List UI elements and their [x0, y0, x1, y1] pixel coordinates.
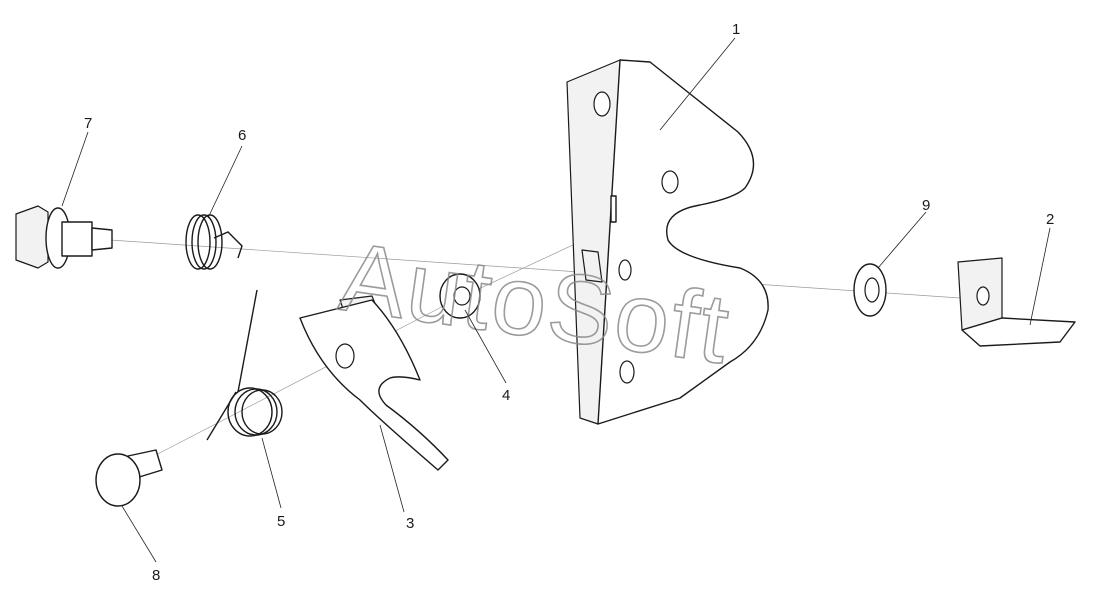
bracket-hole-top: [593, 91, 611, 117]
bracket-body: [597, 59, 769, 425]
part-4-pivot-washer: [439, 273, 481, 319]
part-2-angle-stop: [957, 257, 1076, 347]
part-7-shoulder-bolt: [15, 205, 113, 269]
spring-coil-2: [234, 388, 278, 436]
angle-stop-foot: [961, 317, 1076, 347]
pin-head: [95, 453, 141, 507]
part-9-washer: [853, 263, 887, 317]
leader-6: [207, 145, 243, 219]
callout-1: 1: [732, 21, 740, 38]
callout-9: 9: [922, 197, 930, 214]
bracket-tab: [581, 249, 603, 283]
washer-inner: [864, 277, 880, 303]
leader-5: [261, 437, 282, 509]
bolt-tip: [91, 227, 113, 251]
part-8-mushroom-pin: [95, 449, 163, 507]
bolt-hex-head: [15, 205, 49, 269]
angle-stop-hole: [976, 286, 990, 306]
leader-2: [1029, 227, 1051, 326]
spring-leg-upper: [237, 289, 258, 393]
bracket-hole-middle: [661, 170, 679, 194]
leader-8: [121, 505, 157, 563]
callout-6: 6: [238, 127, 246, 144]
callout-7: 7: [84, 115, 92, 132]
callout-labels: 1 2 3 4 5 6 7 8 9: [84, 21, 1054, 584]
lever-body: [299, 299, 449, 471]
part-6-coil-spring: [185, 214, 243, 270]
part-3-latch-lever: [299, 295, 449, 471]
part-1-bracket-plate: [566, 59, 769, 425]
coil-spring-turn-3: [197, 214, 223, 270]
lever-hole: [335, 343, 355, 369]
spring-coil-3: [241, 389, 283, 435]
lower-axis-line: [149, 299, 456, 459]
pivot-washer-inner: [453, 286, 471, 306]
callout-5: 5: [277, 513, 285, 530]
callout-3: 3: [406, 515, 414, 532]
bolt-shank: [61, 221, 93, 257]
spring-coil-1: [227, 387, 273, 437]
bracket-pivot-hole: [618, 259, 632, 281]
main-axis-line: [109, 239, 961, 299]
coil-spring-turn-2: [191, 214, 217, 270]
coil-spring-turn-1: [185, 214, 211, 270]
leader-3: [379, 424, 405, 513]
leader-7: [61, 131, 89, 207]
callout-8: 8: [152, 567, 160, 584]
bracket-slot: [610, 195, 617, 223]
callout-2: 2: [1046, 211, 1054, 228]
leader-lines: [61, 37, 1051, 563]
part-5-torsion-spring: [206, 289, 283, 441]
bracket-hole-bottom: [619, 360, 635, 384]
callout-4: 4: [502, 387, 510, 404]
leader-9: [877, 211, 927, 269]
leader-1: [659, 37, 736, 131]
leader-4: [464, 309, 507, 384]
coil-spring-hook: [213, 231, 243, 259]
